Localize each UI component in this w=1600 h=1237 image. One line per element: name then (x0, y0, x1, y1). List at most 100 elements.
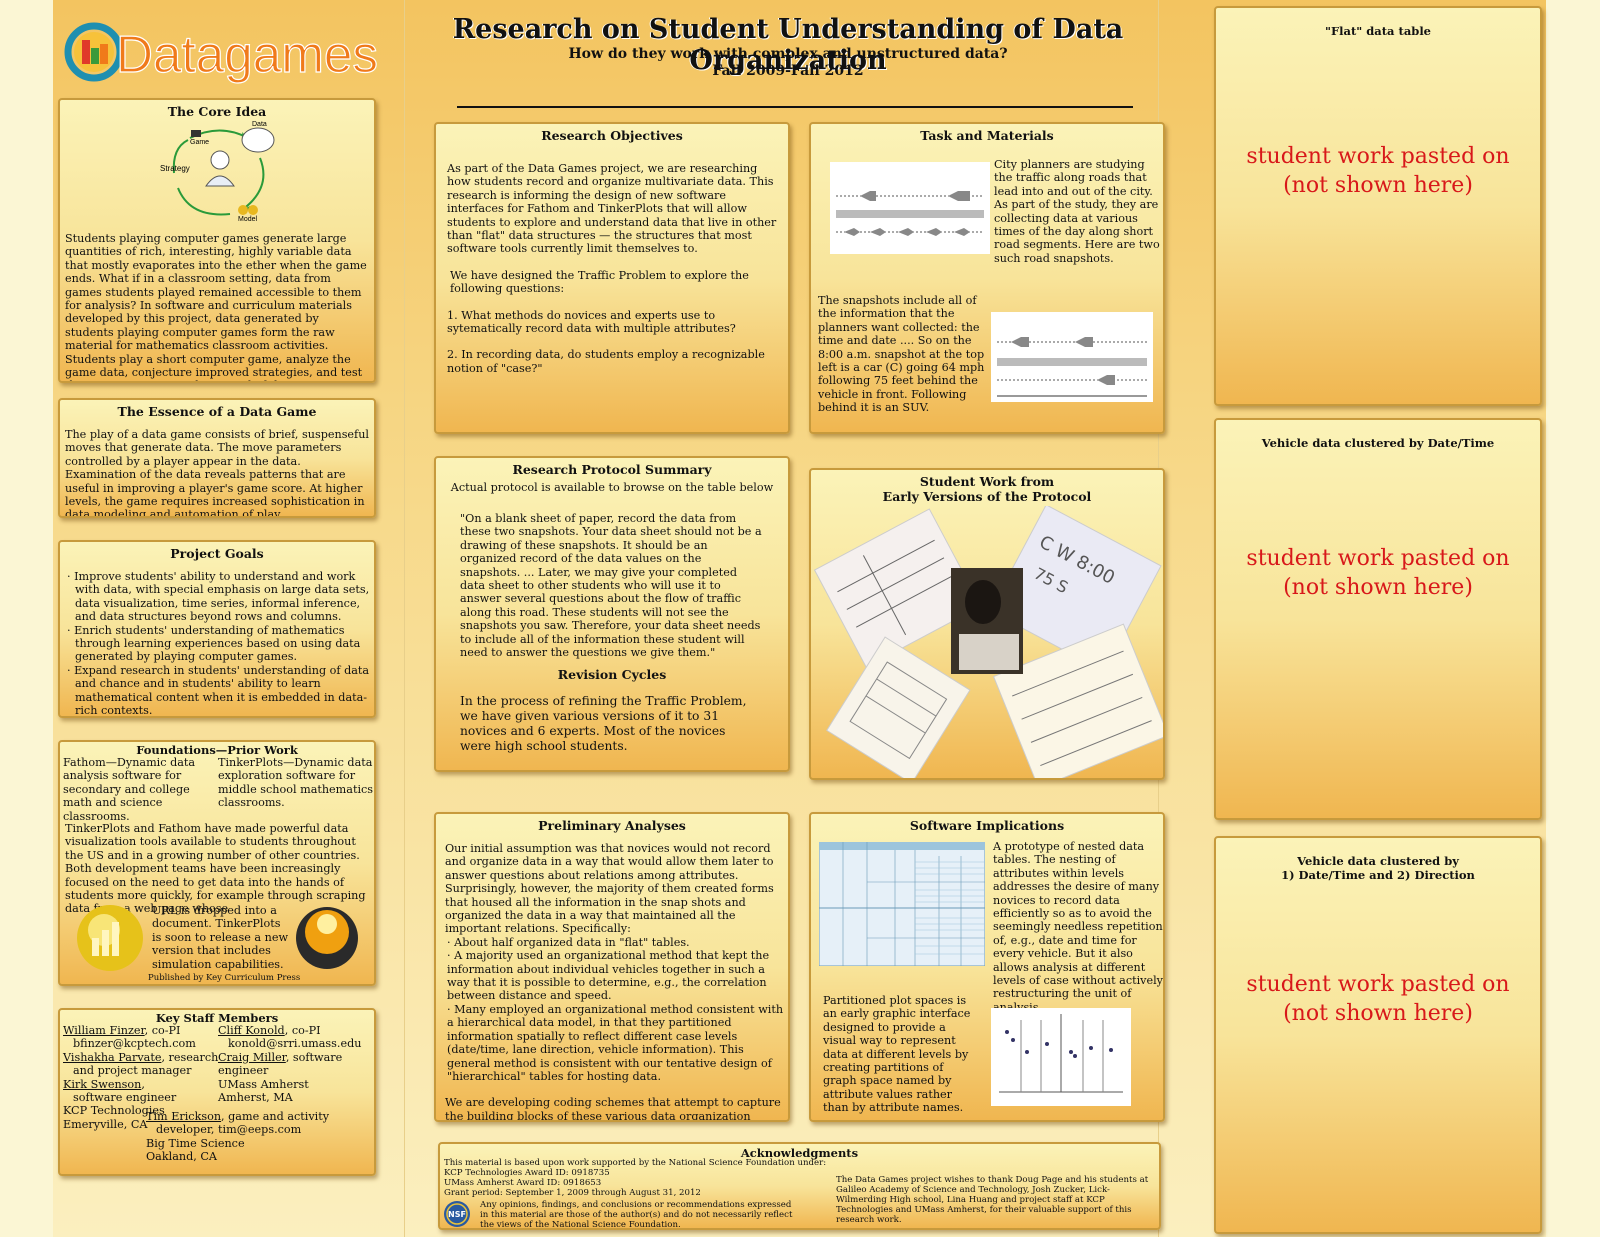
essence-title: The Essence of a Data Game (117, 404, 317, 419)
staff-role: , co-PI (144, 1024, 181, 1037)
clustered-datetime-title: Vehicle data clustered by Date/Time (1261, 436, 1495, 450)
acknowledgments-panel: Acknowledgments This material is based u… (438, 1142, 1161, 1230)
partitioned-plot-image (991, 1008, 1131, 1106)
placeholder-text: student work pasted on (not shown here) (1216, 142, 1540, 200)
goals-panel: Project Goals · Improve students' abilit… (58, 540, 376, 718)
grant-line: UMass Amherst Award ID: 0918653 (444, 1178, 602, 1188)
analyses-panel: Preliminary Analyses Our initial assumpt… (434, 812, 790, 1122)
staff-role: , (141, 1077, 145, 1091)
staff-role: software engineer (73, 1091, 177, 1105)
core-idea-title: The Core Idea (167, 104, 267, 119)
data-cloud-icon (241, 127, 275, 153)
staff-org-location: Oakland, CA (146, 1150, 217, 1164)
column-divider (404, 0, 405, 1237)
essence-panel: The Essence of a Data Game The play of a… (58, 398, 376, 518)
poster-title: Research on Student Understanding of Dat… (452, 14, 1124, 76)
analyses-bullet: · About half organized data in "flat" ta… (447, 935, 690, 949)
nsf-logo-text: NSF (448, 1210, 466, 1219)
header-rule (457, 106, 1133, 108)
objectives-question: 2. In recording data, do students employ… (447, 348, 765, 375)
staff-title: Key Staff Members (155, 1011, 279, 1025)
revision-text: In the process of refining the Traffic P… (460, 694, 747, 753)
tinkerplots-logo-icon (77, 905, 143, 971)
objectives-paragraph: We have designed the Traffic Problem to … (450, 268, 749, 296)
staff-org-kcp: KCP Technologies (63, 1104, 165, 1118)
flat-table-panel: "Flat" data table student work pasted on… (1214, 6, 1542, 406)
protocol-quote: "On a blank sheet of paper, record the d… (460, 512, 762, 660)
nsf-logo-icon: NSF (444, 1201, 470, 1227)
staff-org-location: Emeryville, CA (63, 1117, 148, 1131)
grant-line: Grant period: September 1, 2009 through … (444, 1188, 701, 1198)
protocol-note: Actual protocol is available to browse o… (450, 481, 774, 494)
analyses-bullet: · Many employed an organizational method… (447, 1002, 784, 1083)
staff-role: and project manager (73, 1064, 192, 1078)
software-text-nested: A prototype of nested data tables. The n… (993, 840, 1163, 1014)
publisher-note: Published by Key Curriculum Press (148, 973, 301, 983)
core-idea-panel: The Core Idea Game Data Strategy Model S… (58, 98, 376, 383)
task-text-snapshot: The snapshots include all of the informa… (818, 294, 985, 415)
staff-name-finzer: William Finzer (63, 1024, 145, 1037)
software-text-partitioned: Partitioned plot spaces is an early grap… (823, 994, 971, 1115)
foundations-panel: Foundations—Prior Work Fathom—Dynamic da… (58, 740, 376, 986)
fathom-logo-icon (296, 907, 358, 969)
analyses-bullet: · A majority used an organizational meth… (447, 949, 770, 1003)
software-title: Software Implications (909, 818, 1065, 833)
fathom-description: Fathom—Dynamic data analysis software fo… (63, 756, 196, 823)
staff-name-parvate: Vishakha Parvate (63, 1050, 162, 1064)
student-work-title-line1: Student Work from (919, 474, 1055, 489)
placeholder-text: student work pasted on (not shown here) (1216, 970, 1540, 1028)
objectives-text: As part of the Data Games project, we ar… (447, 162, 781, 375)
road-snapshot-2 (991, 312, 1153, 402)
revision-title: Revision Cycles (557, 667, 667, 682)
staff-role: developer, tim@eeps.com (156, 1123, 302, 1137)
staff-role: , software engineer (218, 1050, 343, 1078)
grant-line: This material is based upon work support… (444, 1158, 827, 1168)
staff-name-swenson: Kirk Swenson (63, 1077, 142, 1091)
acknowledgments-title: Acknowledgments (740, 1146, 859, 1160)
core-idea-text: Students playing computer games generate… (65, 232, 367, 381)
clustered-direction-title-line1: Vehicle data clustered by (1297, 854, 1459, 868)
foundations-text: TinkerPlots and Fathom have made powerfu… (65, 822, 366, 916)
diagram-label-game: Game (190, 139, 209, 146)
clustered-direction-panel: Vehicle data clustered by 1) Date/Time a… (1214, 836, 1542, 1234)
staff-role: , co-PI (284, 1024, 321, 1037)
staff-org-location: Amherst, MA (218, 1091, 293, 1105)
staff-role: , research (161, 1050, 219, 1064)
diagram-label-strategy: Strategy (160, 164, 190, 173)
placeholder-line: student work pasted on (1246, 972, 1510, 997)
staff-bts-column: Tim Erickson, game and activity develope… (146, 1110, 374, 1164)
flat-table-title: "Flat" data table (1324, 24, 1432, 38)
grant-line: KCP Technologies Award ID: 0918735 (444, 1168, 610, 1178)
task-text-intro: City planners are studying the traffic a… (994, 158, 1160, 265)
analyses-paragraph: We are developing coding schemes that at… (445, 1096, 781, 1122)
objectives-question: 1. What methods do novices and experts u… (447, 308, 736, 336)
foundations-text-continued: URL is dropped into a document. TinkerPl… (152, 904, 289, 971)
game-icon (191, 130, 201, 137)
objectives-paragraph: As part of the Data Games project, we ar… (447, 162, 777, 256)
protocol-panel: Research Protocol Summary Actual protoco… (434, 456, 790, 772)
acknowledgments-disclaimer: Any opinions, findings, and conclusions … (480, 1200, 793, 1230)
staff-email-konold: konold@srri.umass.edu (228, 1037, 362, 1051)
objectives-title: Research Objectives (541, 128, 683, 143)
placeholder-line: student work pasted on (1246, 144, 1510, 169)
task-panel: Task and Materials City planners are stu… (809, 122, 1165, 434)
placeholder-line: (not shown here) (1283, 575, 1473, 600)
logo-wordmark: Datagames (116, 26, 378, 84)
student-work-panel: Student Work from Early Versions of the … (809, 468, 1165, 780)
goal-item: · Expand research in students' understan… (67, 663, 370, 718)
placeholder-text: student work pasted on (not shown here) (1216, 544, 1540, 602)
nested-table-prototype-image (819, 842, 985, 966)
datagames-logo: Datagames (64, 12, 384, 86)
staff-email-finzer: bfinzer@kcptech.com (73, 1037, 196, 1051)
staff-name-konold: Cliff Konold (218, 1024, 285, 1037)
goals-title: Project Goals (170, 546, 264, 561)
analyses-paragraph: Our initial assumption was that novices … (445, 842, 774, 936)
essence-text: The play of a data game consists of brie… (65, 428, 369, 518)
staff-name-erickson: Tim Erickson (146, 1110, 222, 1123)
goal-item: · Improve students' ability to understan… (67, 570, 370, 624)
objectives-panel: Research Objectives As part of the Data … (434, 122, 790, 434)
student-work-title-line2: Early Versions of the Protocol (882, 489, 1092, 504)
tinkerplots-description: TinkerPlots—Dynamic data exploration sof… (218, 756, 374, 810)
staff-role: , game and activity (221, 1110, 330, 1123)
